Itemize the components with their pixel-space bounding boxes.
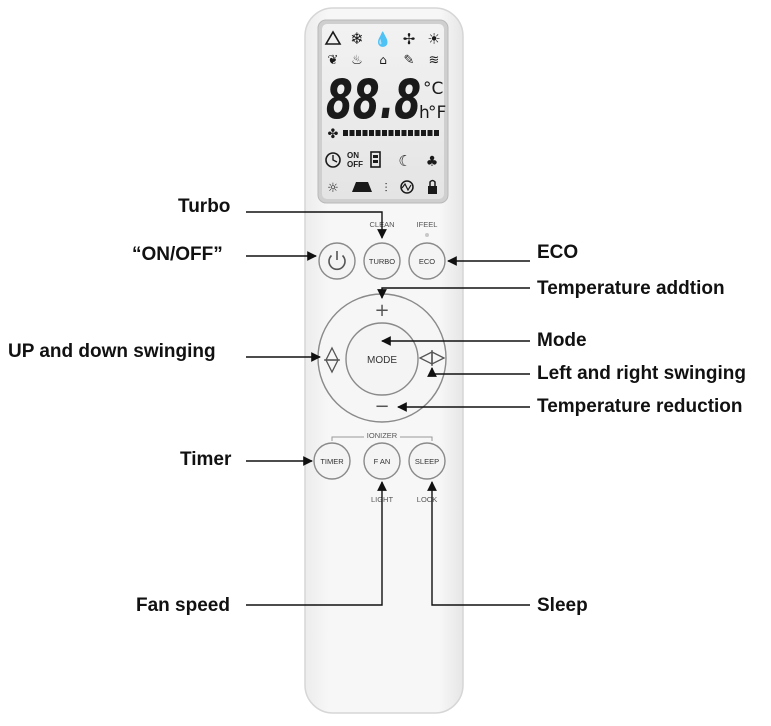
fan-bar-segment [349, 130, 355, 136]
lcd-fan-bar: ✤ [328, 127, 439, 142]
snowflake-icon: ❄ [350, 29, 363, 48]
ifeel-dot [425, 233, 429, 237]
callout-sleep: Sleep [537, 595, 588, 616]
left-right-swing-button[interactable] [418, 350, 446, 366]
mode-button-label: MODE [367, 355, 397, 366]
fan-bar-segment [362, 130, 368, 136]
callout-on-off: “ON/OFF” [132, 244, 223, 265]
fan-bar-segment [356, 130, 361, 136]
lock-label: LOCK [417, 495, 437, 504]
tree-icon: ♣ [426, 154, 439, 170]
triangle-icon [324, 30, 342, 45]
callout-timer: Timer [180, 449, 232, 470]
fan-speed-icon: ✤ [328, 127, 339, 142]
leader-left-right [427, 367, 530, 377]
turbo-button[interactable]: TURBO [363, 242, 401, 280]
callout-eco: ECO [537, 242, 579, 263]
lcd-unit-fahrenheit: °F [428, 103, 446, 123]
ifeel-icon: ⌂ [379, 53, 387, 67]
mode-button[interactable]: MODE [345, 322, 419, 396]
swing-icon: ⫶ [384, 181, 387, 195]
callout-turbo: Turbo [178, 196, 231, 217]
fan-bar-segment [388, 130, 394, 136]
leaf-eco-icon: ❦ [328, 53, 339, 68]
turbo-muscle-icon: ♨ [351, 53, 363, 68]
fan-bar-segment [343, 130, 348, 136]
fan-icon: ✢ [403, 30, 416, 48]
callout-up-down: UP and down swinging [8, 341, 216, 362]
battery-icon [370, 151, 381, 168]
callout-temp-add: Temperature addtion [537, 278, 725, 299]
fan-bar-segment [401, 130, 407, 136]
callout-temp-reduce: Temperature reduction [537, 396, 743, 417]
fan-bar-segment [427, 130, 433, 136]
timer-button[interactable]: TIMER [313, 442, 351, 480]
lock-icon [428, 186, 437, 194]
power-icon [328, 254, 346, 271]
sun-icon: ☀ [427, 30, 440, 48]
power-button[interactable] [318, 242, 356, 280]
clock-icon [325, 152, 341, 168]
leader-lines [246, 211, 530, 606]
lcd-row-2: ❦ ♨ ⌂ ✎ ≋ [328, 53, 440, 68]
lcd-off-text: OFF [347, 160, 363, 169]
callout-fan-speed: Fan speed [136, 595, 230, 616]
fan-bar-segment [375, 130, 381, 136]
turbo-button-label: TURBO [369, 257, 395, 266]
lcd-unit-h: h [419, 103, 430, 123]
callout-left-right: Left and right swinging [537, 363, 746, 384]
lcd-on-text: ON [347, 151, 359, 160]
light-bulb-icon: ☼ [327, 181, 339, 196]
fan-bar-segment [395, 130, 400, 136]
lcd-screen [322, 24, 444, 199]
fan-bar-segment [408, 130, 413, 136]
health-icon [400, 180, 414, 194]
timer-button-label: TIMER [320, 457, 344, 466]
callout-mode: Mode [537, 330, 587, 351]
lcd-row-1: ❄ 💧 ✢ ☀ [324, 29, 441, 48]
lcd-row-4: ON OFF ☾ ♣ [325, 151, 439, 170]
lcd-digits: 88.8 [326, 68, 421, 131]
leader-fan-speed [246, 481, 387, 606]
leader-sleep [427, 481, 530, 606]
lcd-row-5: ☼ ⫶ [327, 179, 437, 196]
clean-icon: ✎ [404, 53, 415, 68]
ionizer-label: IONIZER [367, 431, 398, 440]
moon-icon: ☾ [398, 152, 411, 170]
droplets-icon: 💧 [374, 31, 391, 48]
fan-bar-segment [414, 130, 420, 136]
fan-bar-segment [421, 130, 426, 136]
eco-button-label: ECO [419, 257, 435, 266]
ifeel-label: IFEEL [417, 220, 438, 229]
plus-button[interactable]: + [374, 300, 389, 321]
eco-button[interactable]: ECO [408, 242, 446, 280]
minus-button[interactable]: − [374, 396, 389, 417]
up-down-swing-button[interactable] [324, 346, 340, 374]
wifi-icon: ≋ [429, 53, 440, 68]
heater-icon [352, 182, 372, 192]
sleep-button-label: SLEEP [415, 457, 439, 466]
leader-turbo [246, 211, 387, 239]
leader-temp-add [377, 287, 530, 299]
fan-bar-segment [369, 130, 374, 136]
fan-button-label: F AN [374, 457, 391, 466]
fan-bar-segment [434, 130, 439, 136]
fan-button[interactable]: F AN [363, 442, 401, 480]
fan-bar-segment [382, 130, 387, 136]
lcd-unit-celsius: °C [423, 79, 443, 99]
sleep-button[interactable]: SLEEP [408, 442, 446, 480]
